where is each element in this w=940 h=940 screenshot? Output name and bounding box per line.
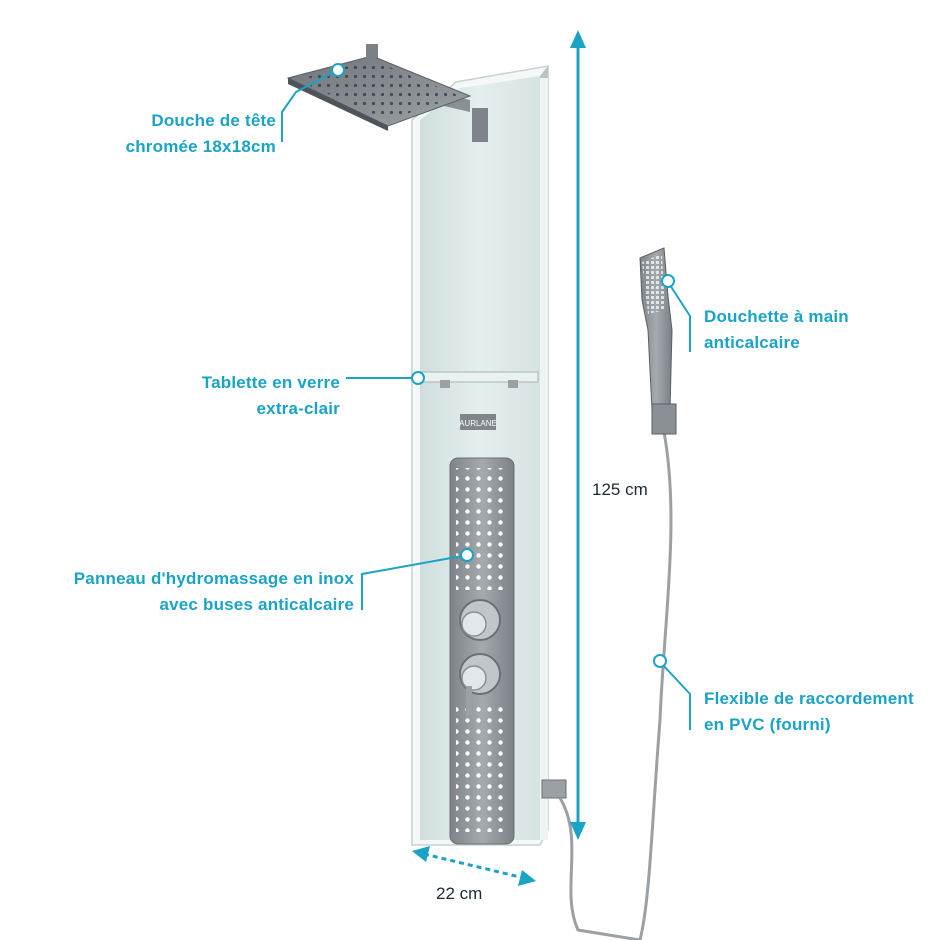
label-head-shower-line1: Douche de tête	[151, 111, 276, 130]
label-hand-shower-line2: anticalcaire	[704, 333, 800, 352]
hydromassage-panel	[449, 457, 515, 845]
thermostatic-knob	[459, 599, 501, 641]
label-head-shower-line2: chromée 18x18cm	[125, 137, 276, 156]
brand-badge-text: AURLANE	[459, 419, 497, 428]
label-shelf-line2: extra-clair	[256, 399, 340, 418]
height-dimension-arrow	[570, 30, 586, 840]
callout-head-shower	[281, 63, 345, 142]
width-dimension-arrow	[412, 846, 536, 886]
label-hydromassage: Panneau d'hydromassage en inox avec buse…	[40, 566, 354, 618]
label-head-shower: Douche de tête chromée 18x18cm	[90, 108, 276, 160]
hose-connector	[541, 779, 567, 799]
width-dimension-label: 22 cm	[436, 884, 483, 903]
label-hydromassage-line2: avec buses anticalcaire	[159, 595, 354, 614]
label-shelf-line1: Tablette en verre	[201, 373, 340, 392]
label-hose: Flexible de raccordement en PVC (fourni)	[704, 686, 932, 738]
label-shelf: Tablette en verre extra-clair	[150, 370, 340, 422]
label-hand-shower: Douchette à main anticalcaire	[704, 304, 904, 356]
mixer-knob	[459, 653, 501, 716]
hose	[558, 431, 673, 940]
label-hand-shower-line1: Douchette à main	[704, 307, 849, 326]
label-hydromassage-line1: Panneau d'hydromassage en inox	[73, 569, 354, 588]
label-hose-line2: en PVC (fourni)	[704, 715, 831, 734]
callout-shelf	[346, 371, 425, 385]
label-hose-line1: Flexible de raccordement	[704, 689, 914, 708]
callout-hand-shower	[661, 274, 691, 352]
brand-badge: AURLANE	[459, 414, 497, 430]
callout-hose	[653, 654, 691, 730]
callout-hydromassage	[361, 548, 474, 610]
hand-shower	[639, 247, 677, 435]
height-dimension-label: 125 cm	[592, 480, 648, 499]
